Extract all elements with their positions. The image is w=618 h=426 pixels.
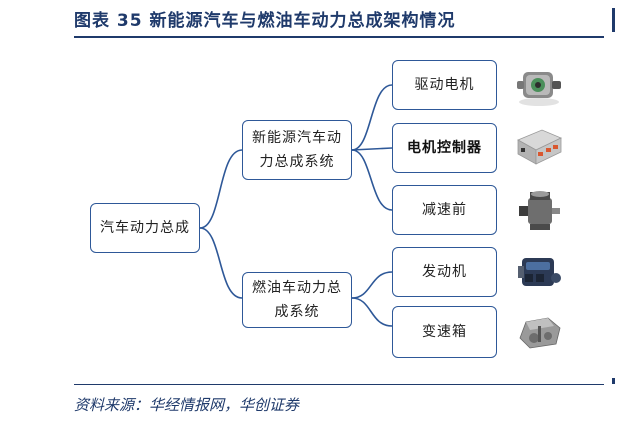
root-label: 汽车动力总成: [100, 220, 190, 236]
branch-node-nev: 新能源汽车动力总成系统: [242, 120, 352, 180]
title-rule: [74, 36, 604, 38]
leaf-label: 电机控制器: [407, 140, 482, 156]
connector-root-to-ice: [199, 227, 243, 299]
branch-label-ice: 燃油车动力总成系统: [252, 280, 342, 320]
leaf-node-motor: 驱动电机: [392, 60, 497, 110]
gearbox-icon: [519, 317, 561, 349]
controller-icon: [517, 129, 562, 165]
figure-title: 图表 35 新能源汽车与燃油车动力总成架构情况: [74, 11, 456, 31]
connector-root-to-nev: [199, 149, 243, 229]
branch-label-nev: 新能源汽车动力总成系统: [252, 130, 342, 170]
leaf-label: 减速前: [422, 202, 467, 218]
leaf-label: 发动机: [422, 264, 467, 280]
connector-nev-to-controller: [351, 147, 393, 151]
connector-nev-to-reducer: [351, 149, 393, 211]
leaf-node-controller: 电机控制器: [392, 123, 497, 173]
leaf-label: 驱动电机: [414, 77, 475, 93]
corner-mark: [612, 8, 615, 32]
leaf-label: 变速箱: [422, 324, 467, 340]
connector-ice-to-engine: [351, 271, 393, 299]
connector-ice-to-gearbox: [351, 297, 393, 327]
engine-icon: [518, 258, 561, 286]
leaf-node-engine: 发动机: [392, 247, 497, 297]
root-node: 汽车动力总成: [90, 203, 200, 253]
leaf-node-gearbox: 变速箱: [392, 306, 497, 358]
footer-rule: [74, 384, 604, 385]
reducer-icon: [519, 191, 560, 230]
connector-nev-to-motor: [351, 84, 393, 151]
motor-icon: [517, 72, 561, 106]
branch-node-ice: 燃油车动力总成系统: [242, 272, 352, 328]
source-note: 资料来源：华经情报网，华创证券: [74, 396, 300, 414]
corner-mark: [612, 378, 615, 384]
leaf-node-reducer: 减速前: [392, 185, 497, 235]
